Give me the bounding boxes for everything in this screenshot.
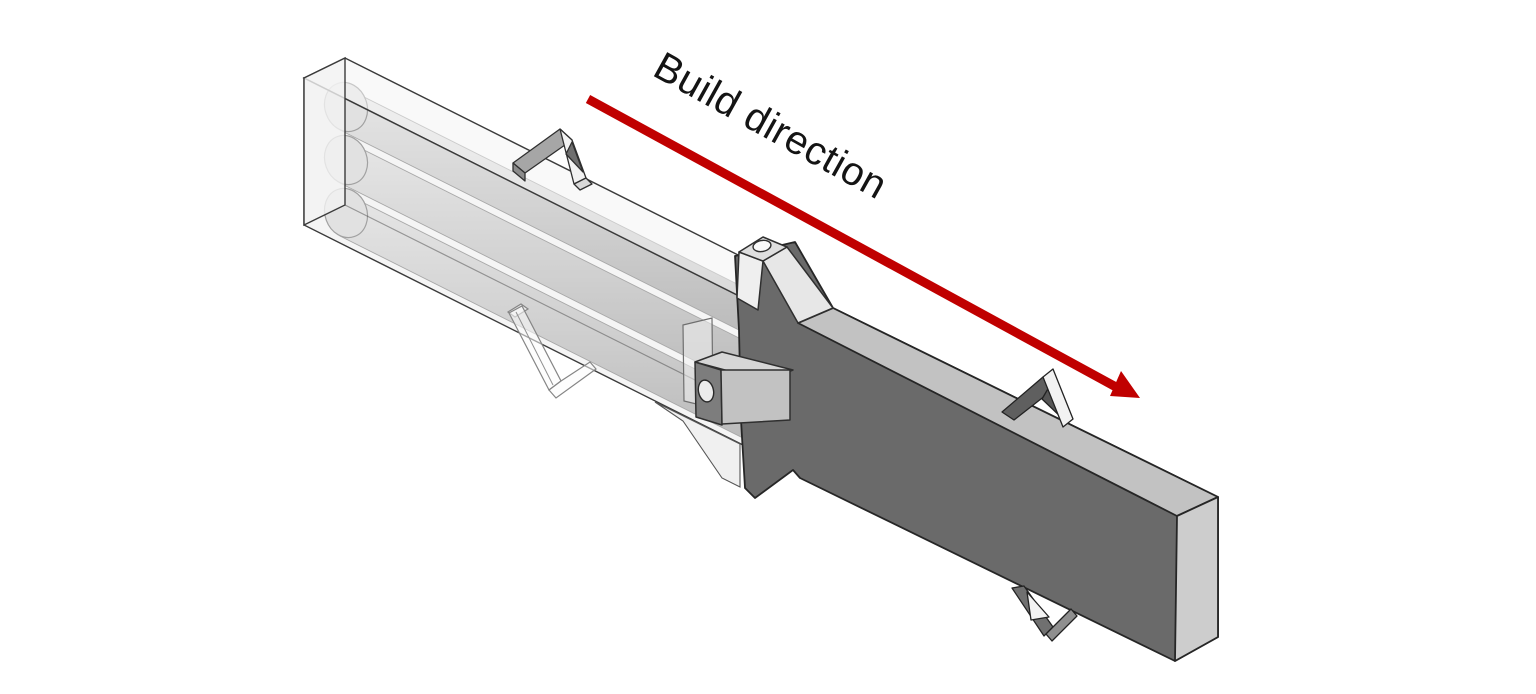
housing-lower-wedge [655, 402, 740, 487]
block-front-face [721, 370, 790, 424]
tab-face [513, 163, 525, 181]
support-tab-2 [508, 304, 596, 398]
junction-boss [737, 237, 833, 323]
support-tab-4 [1012, 586, 1077, 641]
tab-face [566, 142, 583, 172]
support-tab-3 [1002, 369, 1073, 427]
housing-hidden-edge [345, 205, 745, 405]
support-tab-1 [513, 129, 592, 190]
clamp-block [695, 352, 793, 425]
housing-end-face [304, 58, 345, 225]
tab-face [1027, 592, 1049, 620]
arrow-shaft [588, 99, 1116, 387]
solid-section [695, 237, 1218, 661]
solid-end-face [1175, 497, 1218, 661]
boss-hole [752, 239, 772, 253]
build-direction-arrow [588, 99, 1140, 398]
block-hole [696, 379, 715, 404]
tab-edge [516, 312, 553, 385]
tab-face [1046, 609, 1077, 641]
tab-face [574, 178, 592, 190]
arrow-head [1110, 371, 1140, 398]
tab-face [549, 362, 596, 398]
tab-face [1043, 369, 1073, 427]
